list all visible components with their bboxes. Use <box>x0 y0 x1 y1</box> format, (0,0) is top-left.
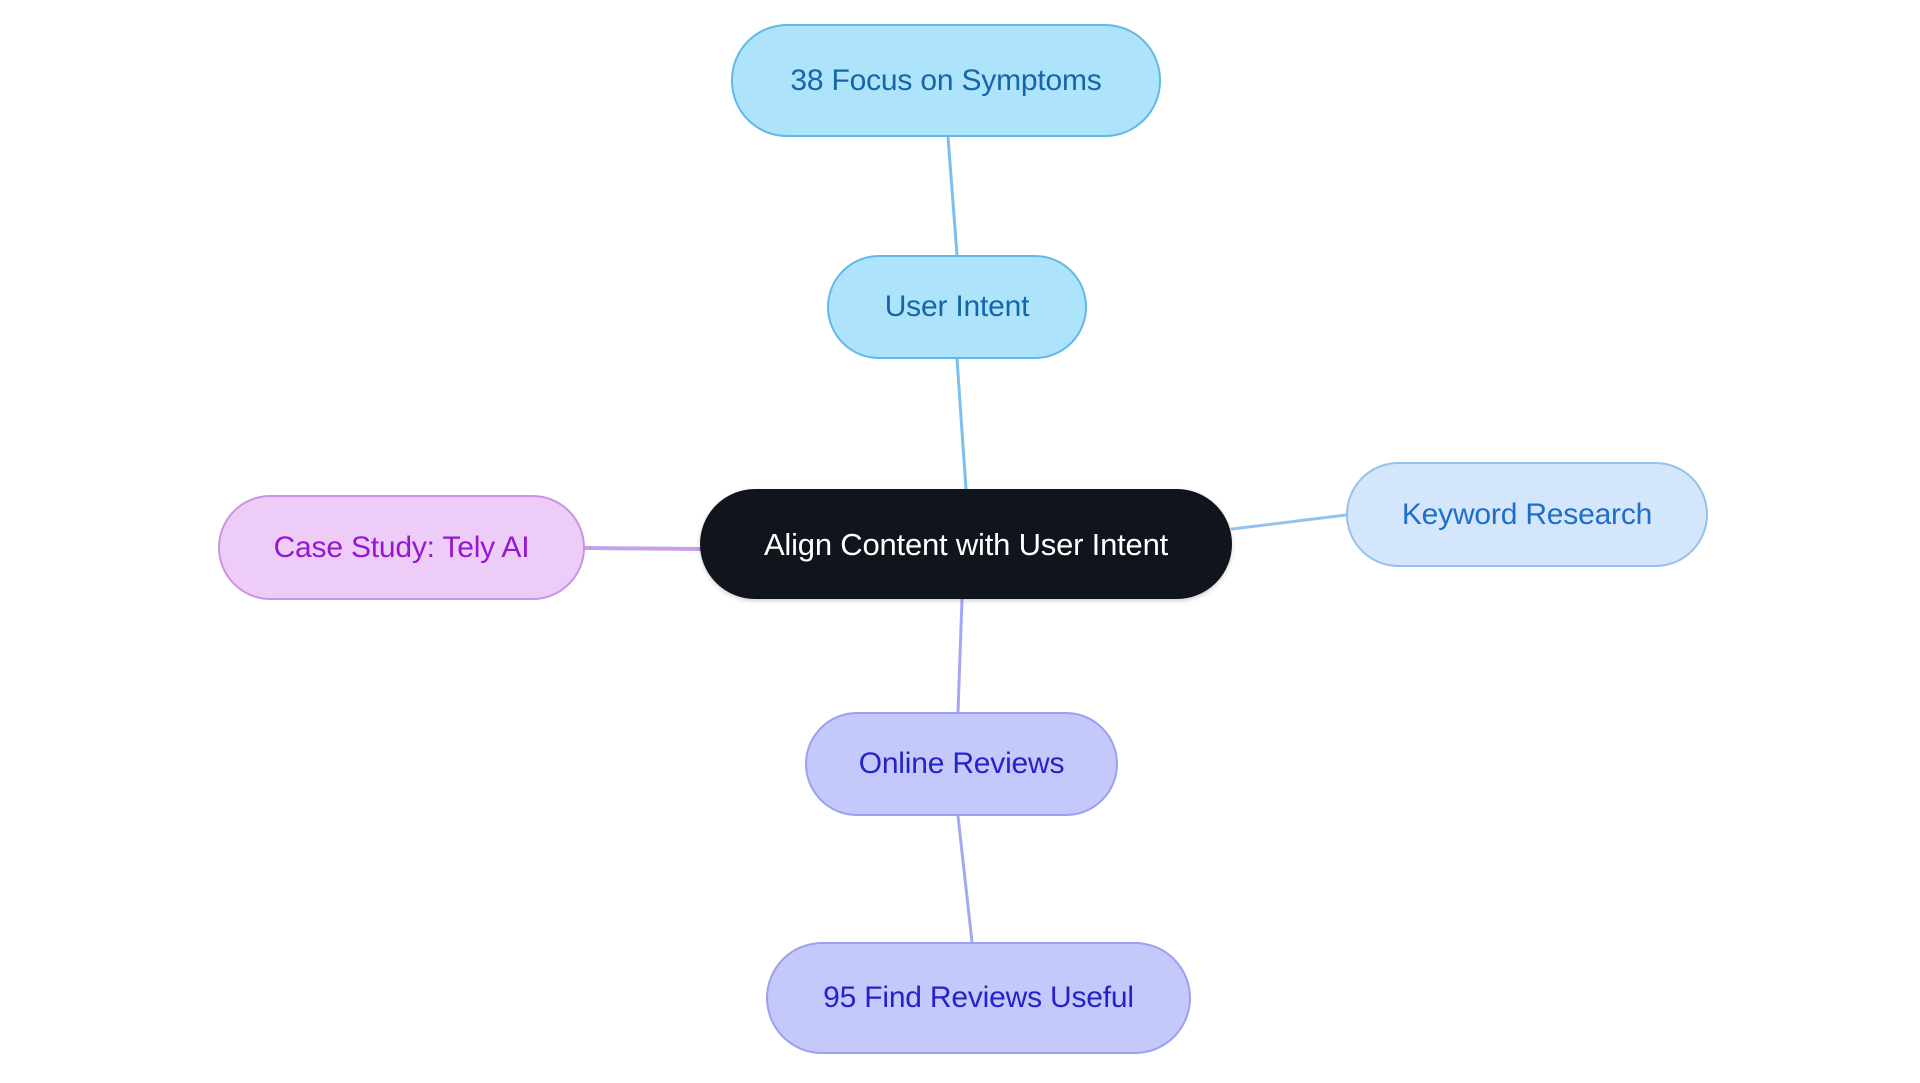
node-label-root: Align Content with User Intent <box>763 526 1169 562</box>
connector-root-to-keyword-research <box>1230 513 1348 531</box>
node-find-reviews-useful[interactable]: 95 Find Reviews Useful <box>766 942 1191 1054</box>
node-label-focus-on-symptoms: 38 Focus on Symptoms <box>790 63 1102 97</box>
node-label-keyword-research: Keyword Research <box>1401 497 1653 531</box>
node-root-align-content-with-user-intent[interactable]: Align Content with User Intent <box>700 489 1232 599</box>
node-user-intent[interactable]: User Intent <box>827 255 1087 359</box>
connector-root-to-case-study <box>583 546 702 551</box>
connector-root-to-online-reviews <box>956 597 964 714</box>
connector-user-intent-to-focus-on-symptoms <box>946 135 959 257</box>
node-label-online-reviews: Online Reviews <box>858 747 1065 780</box>
node-case-study-tely-ai[interactable]: Case Study: Tely AI <box>218 495 585 600</box>
node-label-user-intent: User Intent <box>884 290 1030 323</box>
node-label-find-reviews-useful: 95 Find Reviews Useful <box>823 981 1134 1014</box>
node-keyword-research[interactable]: Keyword Research <box>1346 462 1708 567</box>
connector-root-to-user-intent <box>955 357 968 491</box>
connector-online-reviews-to-find-reviews-useful <box>956 814 974 944</box>
node-online-reviews[interactable]: Online Reviews <box>805 712 1118 816</box>
node-label-case-study-tely-ai: Case Study: Tely AI <box>273 530 530 564</box>
node-focus-on-symptoms[interactable]: 38 Focus on Symptoms <box>731 24 1161 137</box>
